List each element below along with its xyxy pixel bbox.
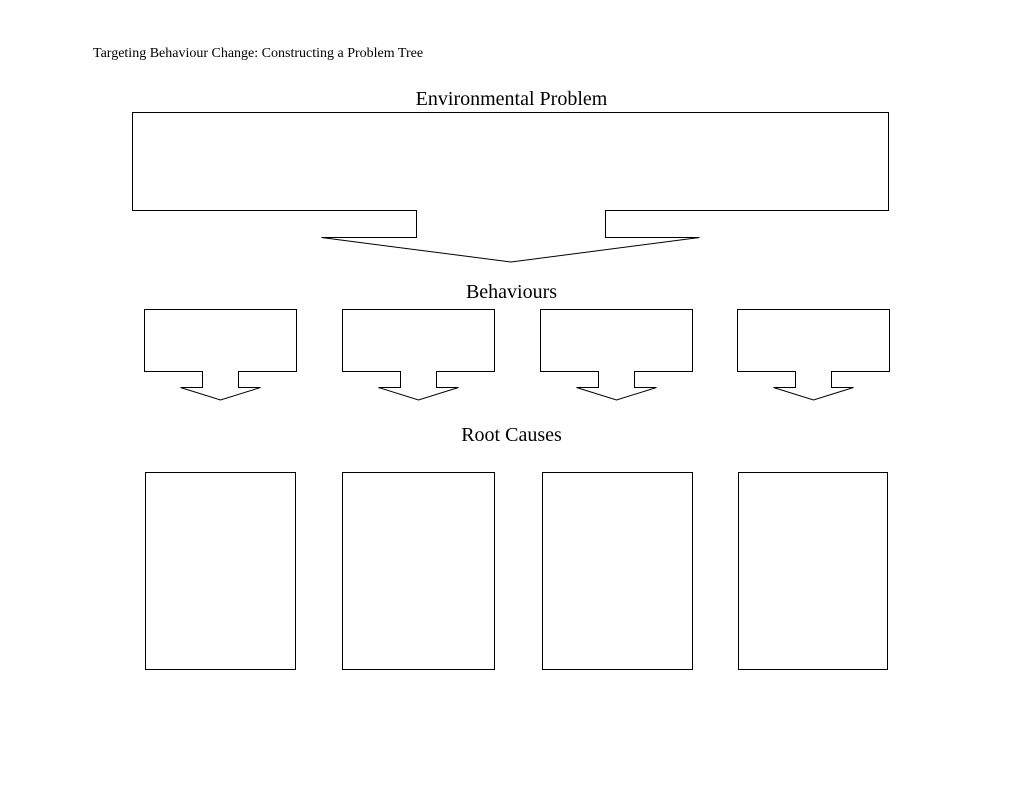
- root-cause-box-3: [542, 472, 693, 670]
- behaviour-box-1: [144, 309, 297, 401]
- page-title: Targeting Behaviour Change: Constructing…: [93, 46, 424, 61]
- behaviour-box-3: [540, 309, 693, 401]
- section-label-environmental-problem: Environmental Problem: [415, 88, 608, 110]
- environmental-problem-box: [132, 112, 889, 263]
- root-cause-box-1: [145, 472, 296, 670]
- behaviour-box-2: [342, 309, 495, 401]
- root-cause-box-2: [342, 472, 495, 670]
- root-cause-box-4: [738, 472, 888, 670]
- behaviour-box-4: [737, 309, 890, 401]
- section-label-root-causes: Root Causes: [461, 424, 562, 446]
- section-label-behaviours: Behaviours: [465, 281, 558, 303]
- diagram-shapes: [132, 112, 890, 670]
